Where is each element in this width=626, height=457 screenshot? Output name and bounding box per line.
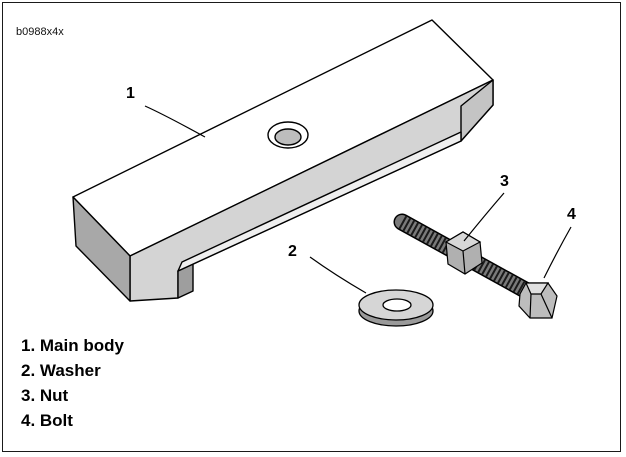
leader-line-1 xyxy=(144,105,206,138)
callout-1: 1 xyxy=(126,85,135,102)
callout-2: 2 xyxy=(288,243,297,260)
legend-item: 2. Washer xyxy=(21,361,101,380)
main-body-drawing xyxy=(72,19,494,302)
legend-item: 4. Bolt xyxy=(21,411,73,430)
main-body-right-leg xyxy=(460,79,494,142)
washer-drawing xyxy=(358,289,434,327)
leader-line-2 xyxy=(309,256,367,294)
main-body-center-hole-inner xyxy=(274,128,302,146)
callout-4: 4 xyxy=(567,206,576,223)
washer-hole xyxy=(382,298,412,312)
legend-item: 3. Nut xyxy=(21,386,69,405)
main-body-end-face xyxy=(72,196,131,302)
callout-3: 3 xyxy=(500,173,509,190)
leader-line-3 xyxy=(463,192,505,242)
bolt-drawing xyxy=(393,213,558,319)
figure-code: b0988x4x xyxy=(16,26,64,38)
leader-line-4 xyxy=(543,226,572,279)
parts-legend: 1. Main body 2. Washer 3. Nut 4. Bolt xyxy=(21,333,124,433)
main-body-arch-underside xyxy=(177,131,462,272)
bolt-threads xyxy=(398,215,531,298)
legend-item: 1. Main body xyxy=(21,336,124,355)
